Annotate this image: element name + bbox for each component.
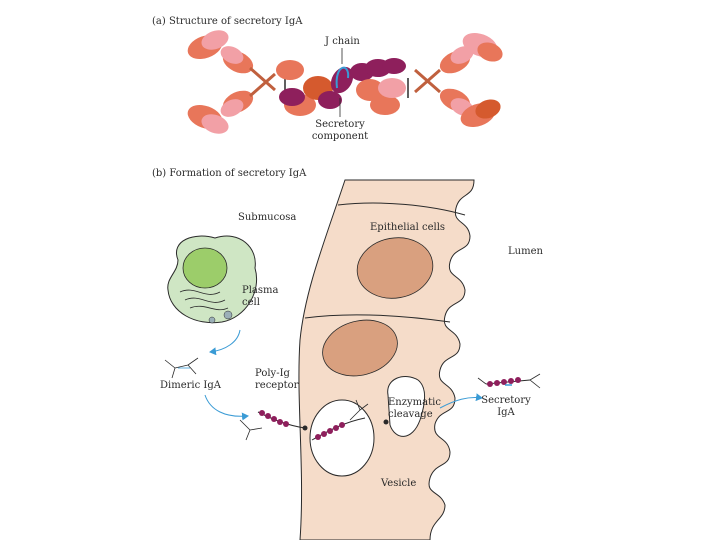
vesicle-lower xyxy=(309,399,375,477)
lumen-label: Lumen xyxy=(508,246,543,257)
submucosa-label: Submucosa xyxy=(238,212,297,223)
secretory-iga-label-line1: Secretory xyxy=(481,395,531,406)
secretory-iga-label-line2: IgA xyxy=(497,407,515,418)
secretory-component-centre xyxy=(318,58,406,109)
vesicle-fusing xyxy=(387,376,426,437)
enzymatic-cleavage-label: Enzymatic cleavage xyxy=(388,397,441,421)
panel-a-title: (a) Structure of secretory IgA xyxy=(152,16,303,27)
j-chain-label: J chain xyxy=(325,36,360,47)
vesicle-receptor-chain xyxy=(311,399,369,441)
vesicle-label: Vesicle xyxy=(381,478,417,489)
plasma-cell xyxy=(167,235,257,324)
epithelial-cells-label: Epithelial cells xyxy=(370,222,446,233)
poly-ig-receptor-label-line2: receptor xyxy=(255,380,299,391)
dimeric-iga-icon xyxy=(164,357,199,379)
epithelial-nucleus-upper xyxy=(356,237,434,299)
left-upper-fab xyxy=(187,30,254,74)
right-upper-fab xyxy=(439,32,503,74)
panel-b-title: (b) Formation of secretory IgA xyxy=(152,168,307,179)
j-chain-loop xyxy=(335,66,350,89)
plasma-cell-label-line2: cell xyxy=(242,297,260,308)
iga-dimer-structure xyxy=(187,30,503,134)
secretory-component-label: Secretory component xyxy=(310,119,370,143)
left-lower-fab xyxy=(187,90,254,134)
binding-arrow xyxy=(204,394,249,421)
release-arrow xyxy=(439,393,483,409)
enzymatic-cleavage-label-line2: cleavage xyxy=(388,409,433,420)
secretory-component-label-line2: component xyxy=(311,131,369,142)
poly-ig-receptor-chain xyxy=(239,410,308,441)
epithelial-nucleus-lower xyxy=(322,319,398,377)
right-lower-fab xyxy=(439,88,501,128)
dimeric-iga-label: Dimeric IgA xyxy=(160,380,221,391)
secretory-iga-label: Secretory IgA xyxy=(478,395,534,419)
secretion-arrow xyxy=(209,329,241,356)
secretory-iga-released xyxy=(477,373,541,389)
cleavage-site-dot xyxy=(383,419,389,425)
enzymatic-cleavage-label-line1: Enzymatic xyxy=(388,397,441,408)
plasma-cell-label-line1: Plasma xyxy=(242,285,279,296)
poly-ig-receptor-label: Poly-Ig receptor xyxy=(255,368,298,392)
secretory-component-label-line1: Secretory xyxy=(315,119,365,130)
plasma-cell-label: Plasma cell xyxy=(242,285,278,309)
poly-ig-receptor-label-line1: Poly-Ig xyxy=(255,368,290,379)
